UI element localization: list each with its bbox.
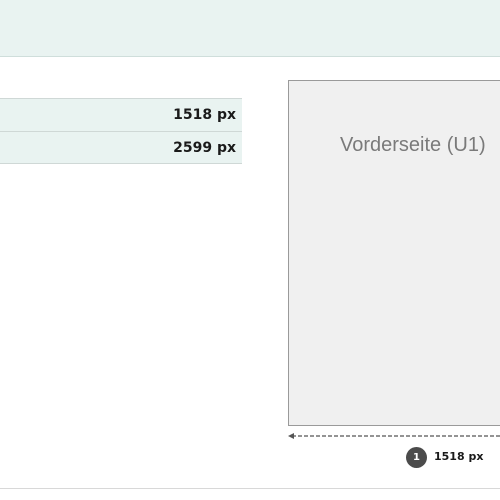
front-cover-preview: Vorderseite (U1) [288, 80, 500, 426]
top-banner [0, 0, 500, 57]
table-row-height: 2599 px [0, 131, 242, 164]
width-value: 1518 px [173, 107, 236, 123]
dimension-number-badge: 1 [406, 447, 427, 468]
width-dimension-arrow [288, 433, 500, 439]
preview-label: Vorderseite (U1) [340, 134, 486, 156]
height-value: 2599 px [173, 139, 236, 156]
divider [0, 488, 500, 489]
size-table: 1518 px 2599 px [0, 98, 242, 164]
dimension-label: 1518 px [434, 450, 484, 463]
table-row-width: 1518 px [0, 98, 242, 131]
